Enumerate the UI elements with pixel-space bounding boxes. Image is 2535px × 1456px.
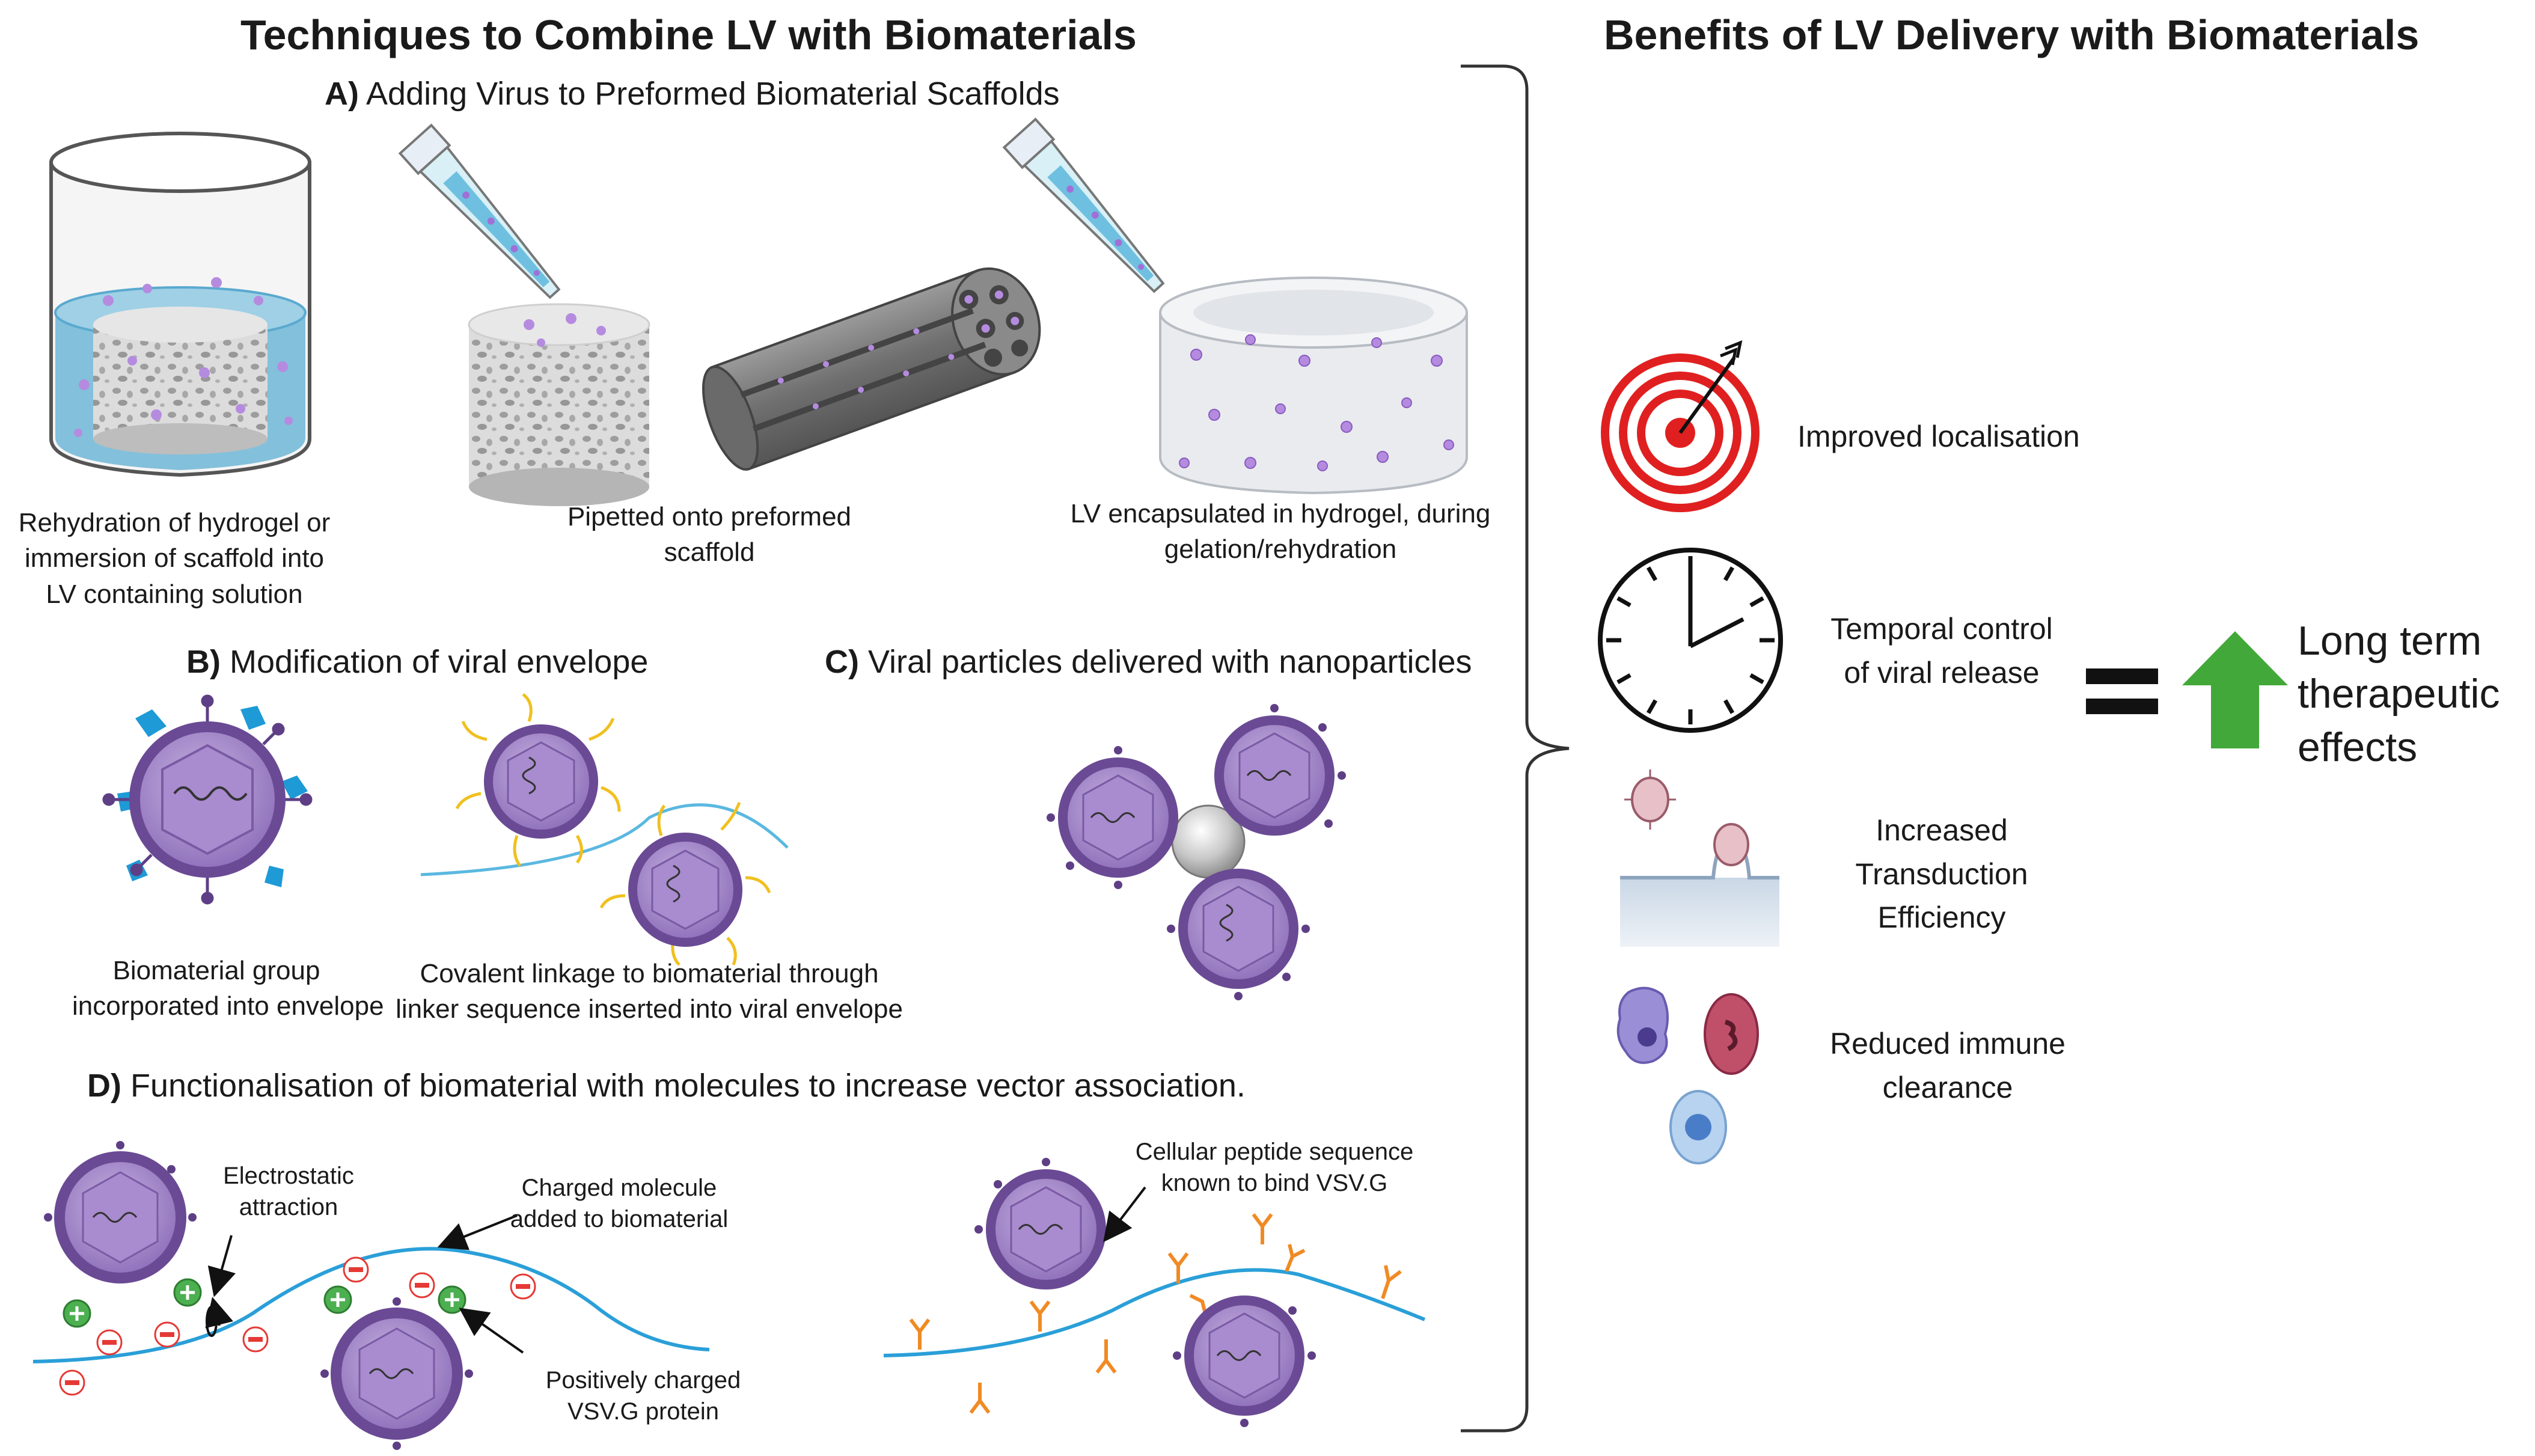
pipette-scaffold-illustration — [398, 123, 650, 506]
electrostatic-illustration — [32, 1141, 710, 1450]
green-up-arrow — [2182, 631, 2288, 748]
peptide-virus-1 — [974, 1158, 1118, 1289]
section-b-heading: B) Modification of viral envelope — [186, 644, 649, 680]
nano-virus-1 — [1047, 746, 1178, 889]
beaker-scaffold-illustration — [49, 132, 311, 477]
target-icon — [1601, 340, 1760, 512]
hydrogel-cylinder-illustration — [1159, 277, 1468, 495]
right-title: Benefits of LV Delivery with Biomaterial… — [1604, 11, 2420, 58]
nano-virus-2 — [1214, 704, 1346, 836]
section-a-heading: A) Adding Virus to Preformed Biomaterial… — [325, 76, 1060, 112]
virus-biomaterial-groups-illustration — [102, 694, 313, 905]
grouping-bracket — [1461, 64, 1570, 1433]
section-d-heading: D) Functionalisation of biomaterial with… — [87, 1068, 1246, 1104]
linked-virus-2 — [599, 802, 771, 966]
positive-charges — [63, 1278, 466, 1328]
tubular-scaffold-illustration — [702, 117, 1165, 471]
linked-virus-1 — [455, 693, 621, 867]
immune-cells-icon — [1616, 986, 1759, 1164]
equals-sign — [2086, 668, 2158, 714]
electro-virus-2 — [320, 1297, 473, 1450]
peptide-virus-2 — [1173, 1295, 1316, 1427]
electro-virus-1 — [44, 1141, 197, 1283]
section-c-heading: C) Viral particles delivered with nanopa… — [825, 644, 1472, 680]
negative-charges — [59, 1256, 536, 1396]
clock-icon — [1598, 548, 1783, 733]
nanoparticle-cluster-illustration — [1047, 704, 1346, 1000]
covalent-linkage-illustration — [420, 693, 789, 966]
nano-virus-3 — [1167, 869, 1310, 1000]
benefit-localisation: Improved localisation — [1797, 420, 2080, 453]
cell-membrane-icon — [1620, 769, 1779, 947]
left-title: Techniques to Combine LV with Biomateria… — [240, 11, 1137, 58]
peptide-binding-illustration — [883, 1158, 1426, 1427]
